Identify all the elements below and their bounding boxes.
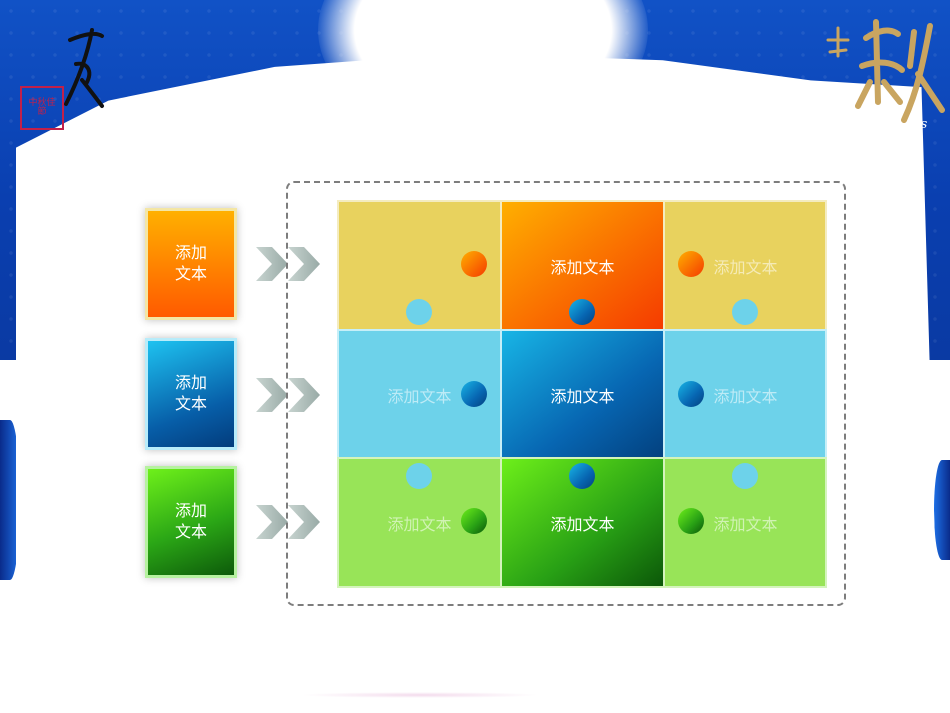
puzzle-piece-2-3[interactable]: 添加文本 <box>664 330 827 459</box>
puzzle-label: 添加文本 <box>550 514 615 534</box>
puzzle-label: 添加文本 <box>550 386 615 406</box>
side-box-label: 添加 文本 <box>174 501 207 541</box>
side-box-green[interactable]: 添加 文本 <box>145 466 237 578</box>
svg-text:ss: ss <box>914 117 928 130</box>
puzzle-label: 添加文本 <box>713 514 778 534</box>
calligraphy-icon <box>64 28 104 108</box>
puzzle-grid: 添加文本 添加文本 添加文本 添加文本 添加文本 添加文本 添加文本 添加文本 <box>337 200 827 588</box>
puzzle-piece-3-1[interactable]: 添加文本 <box>338 458 501 587</box>
side-box-label: 添加 文本 <box>174 243 207 283</box>
puzzle-piece-3-2[interactable]: 添加文本 <box>501 458 664 587</box>
chevron-double-right-icon <box>256 505 320 539</box>
wave-left-decoration <box>0 420 20 580</box>
puzzle-piece-2-1[interactable]: 添加文本 <box>338 330 501 459</box>
calligraphy-icon: ss <box>826 19 945 130</box>
seal-text: 中秋佳節 <box>28 97 56 117</box>
puzzle-piece-1-3[interactable]: 添加文本 <box>664 201 827 330</box>
puzzle-label: 添加文本 <box>387 514 452 534</box>
puzzle-label: 添加文本 <box>550 257 615 277</box>
chevron-double-right-icon <box>256 378 320 412</box>
puzzle-frame <box>286 181 846 606</box>
puzzle-label: 添加文本 <box>713 386 778 406</box>
puzzle-pieces <box>337 200 827 588</box>
side-box-blue[interactable]: 添加 文本 <box>145 338 237 450</box>
seal-icon: 中秋佳節 <box>20 86 64 130</box>
puzzle-label: 添加文本 <box>387 386 452 406</box>
side-box-label: 添加 文本 <box>174 373 207 413</box>
bottom-glow <box>300 692 540 698</box>
side-box-orange[interactable]: 添加 文本 <box>145 208 237 320</box>
chevron-double-right-icon <box>256 247 320 281</box>
puzzle-label: 添加文本 <box>713 257 778 277</box>
puzzle-piece-1-2[interactable]: 添加文本 <box>501 201 664 330</box>
puzzle-piece-2-2[interactable]: 添加文本 <box>501 330 664 459</box>
puzzle-piece-1-1[interactable] <box>338 201 501 330</box>
wave-right-decoration <box>934 460 950 560</box>
puzzle-piece-3-3[interactable]: 添加文本 <box>664 458 827 587</box>
